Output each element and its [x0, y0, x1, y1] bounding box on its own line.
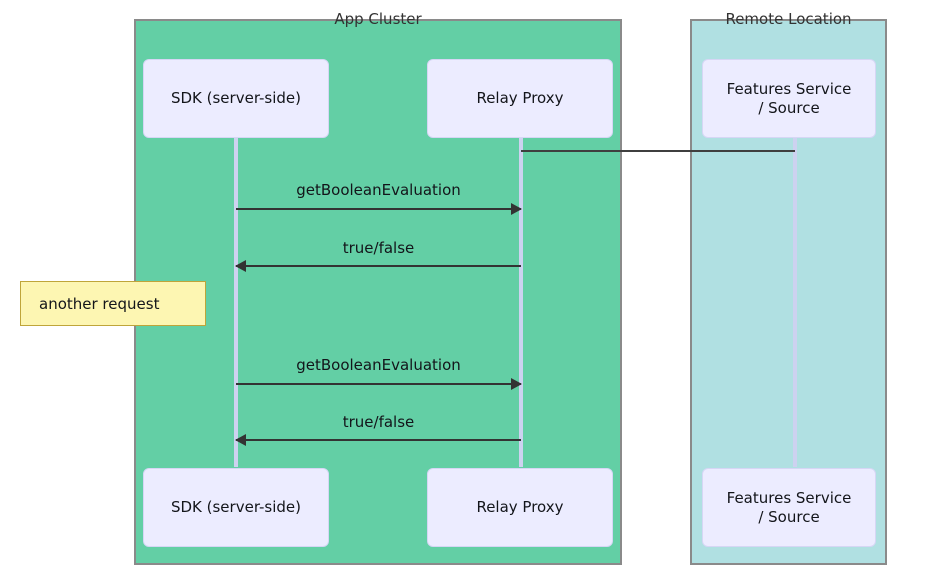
message-3-arrow [236, 378, 522, 390]
participant-sdk-bottom[interactable]: SDK (server-side) [143, 468, 329, 547]
message-2-label: true/false [342, 239, 415, 257]
message-1-arrow [236, 203, 522, 215]
participant-relay-proxy-bottom-label: Relay Proxy [476, 498, 564, 517]
participant-features-service-bottom[interactable]: Features Service / Source [702, 468, 876, 547]
lifeline-relay-proxy [519, 137, 523, 467]
lifeline-sdk [234, 137, 238, 467]
note-another-request: another request [20, 281, 206, 326]
group-app-cluster-label: App Cluster [334, 10, 422, 28]
participant-features-service-top-label-line2: / Source [758, 98, 820, 117]
participant-sdk-bottom-label: SDK (server-side) [170, 498, 302, 517]
note-another-request-text: another request [39, 294, 160, 313]
message-1-label: getBooleanEvaluation [296, 181, 461, 199]
participant-features-service-top-label-line1: Features Service [726, 79, 852, 98]
participant-features-service-top[interactable]: Features Service / Source [702, 59, 876, 138]
group-remote-location-label: Remote Location [725, 10, 852, 28]
message-4-label: true/false [342, 413, 415, 431]
participant-relay-proxy-bottom[interactable]: Relay Proxy [427, 468, 613, 547]
message-4-arrow [235, 434, 521, 446]
participant-features-service-bottom-label-line2: / Source [758, 507, 820, 526]
message-3-label: getBooleanEvaluation [296, 356, 461, 374]
message-2-arrow [235, 260, 521, 272]
connection-relay-to-features [521, 150, 795, 152]
participant-features-service-bottom-label-line1: Features Service [726, 488, 852, 507]
participant-sdk-top-label: SDK (server-side) [170, 89, 302, 108]
lifeline-features-service [793, 137, 797, 467]
participant-relay-proxy-top-label: Relay Proxy [476, 89, 564, 108]
participant-relay-proxy-top[interactable]: Relay Proxy [427, 59, 613, 138]
participant-sdk-top[interactable]: SDK (server-side) [143, 59, 329, 138]
